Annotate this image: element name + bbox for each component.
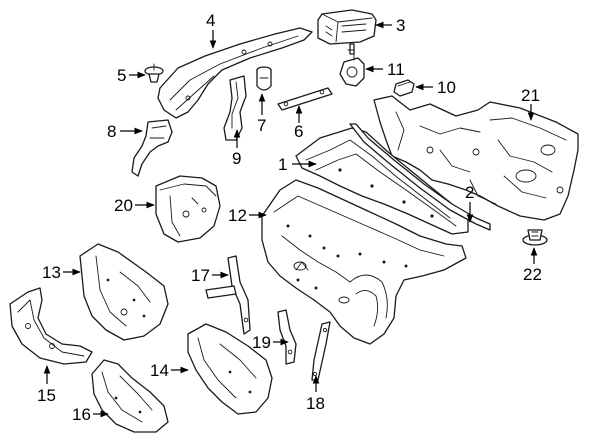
- callout-8-number: 8: [107, 122, 116, 141]
- callout-13-number: 13: [42, 263, 61, 282]
- callout-19-number: 19: [252, 333, 271, 352]
- part-13-insulator-pad: [79, 243, 169, 341]
- callout-21: 21: [521, 86, 540, 121]
- part-2-seal-strip: [349, 123, 491, 231]
- part-1-cowl-panel: [295, 127, 469, 235]
- callout-11: 11: [365, 60, 405, 79]
- part-10-cap: [393, 79, 415, 97]
- callout-14: 14: [150, 361, 189, 380]
- callout-8: 8: [107, 122, 143, 141]
- part-7-fitting: [256, 66, 272, 91]
- callout-10-number: 10: [437, 78, 456, 97]
- callout-21-number: 21: [521, 86, 540, 105]
- callout-7-number: 7: [257, 116, 266, 135]
- callout-7: 7: [257, 93, 266, 135]
- part-14-lower-insulator: [187, 323, 273, 415]
- part-22-clip: [522, 229, 548, 246]
- callout-4: 4: [206, 11, 217, 49]
- callout-6-number: 6: [294, 122, 303, 141]
- callout-15-number: 15: [37, 386, 56, 405]
- part-16-bottom-liner: [91, 359, 169, 433]
- part-4-cowl-rail: [157, 27, 313, 119]
- callout-16-number: 16: [72, 405, 91, 424]
- callout-19: 19: [252, 333, 289, 352]
- callout-16: 16: [72, 405, 109, 424]
- callout-12: 12: [228, 206, 267, 225]
- callout-12-number: 12: [228, 206, 247, 225]
- part-21-dash-insulator: [373, 95, 579, 221]
- callout-5-number: 5: [117, 66, 126, 85]
- callout-20-number: 20: [114, 196, 133, 215]
- callout-17: 17: [191, 266, 229, 285]
- callout-5: 5: [117, 66, 146, 85]
- callout-15: 15: [37, 365, 56, 405]
- callout-22: 22: [523, 247, 542, 284]
- part-8-side-bracket: [131, 119, 173, 177]
- part-15-arch-liner: [9, 287, 93, 365]
- callout-4-number: 4: [206, 11, 215, 30]
- callout-18-number: 18: [306, 394, 325, 413]
- part-6-support-bar: [277, 87, 333, 111]
- callout-22-number: 22: [523, 265, 542, 284]
- part-20-insulator-block: [155, 175, 221, 243]
- callout-9: 9: [232, 129, 241, 168]
- part-17-bracket: [205, 255, 251, 335]
- part-19-bracket: [277, 309, 297, 365]
- callout-14-number: 14: [150, 361, 169, 380]
- callout-11-number: 11: [387, 60, 405, 79]
- part-18-strap: [311, 321, 331, 381]
- callout-10: 10: [415, 78, 456, 97]
- callout-3: 3: [375, 16, 405, 35]
- callout-1: 1: [278, 155, 317, 174]
- part-11-mount-bracket: [339, 49, 365, 87]
- part-5-push-clip: [144, 63, 164, 83]
- part-9-bracket: [223, 75, 247, 141]
- callout-6: 6: [294, 105, 303, 141]
- callout-9-number: 9: [232, 149, 241, 168]
- callout-13: 13: [42, 263, 81, 282]
- callout-18: 18: [306, 375, 325, 413]
- callout-17-number: 17: [191, 266, 210, 285]
- callout-2: 2: [465, 183, 474, 223]
- callout-20: 20: [114, 196, 155, 215]
- part-12-firewall-panel: [261, 179, 467, 345]
- callout-3-number: 3: [396, 16, 405, 35]
- callout-2-number: 2: [465, 183, 474, 202]
- part-3-module-box: [317, 9, 377, 55]
- callout-1-number: 1: [278, 155, 287, 174]
